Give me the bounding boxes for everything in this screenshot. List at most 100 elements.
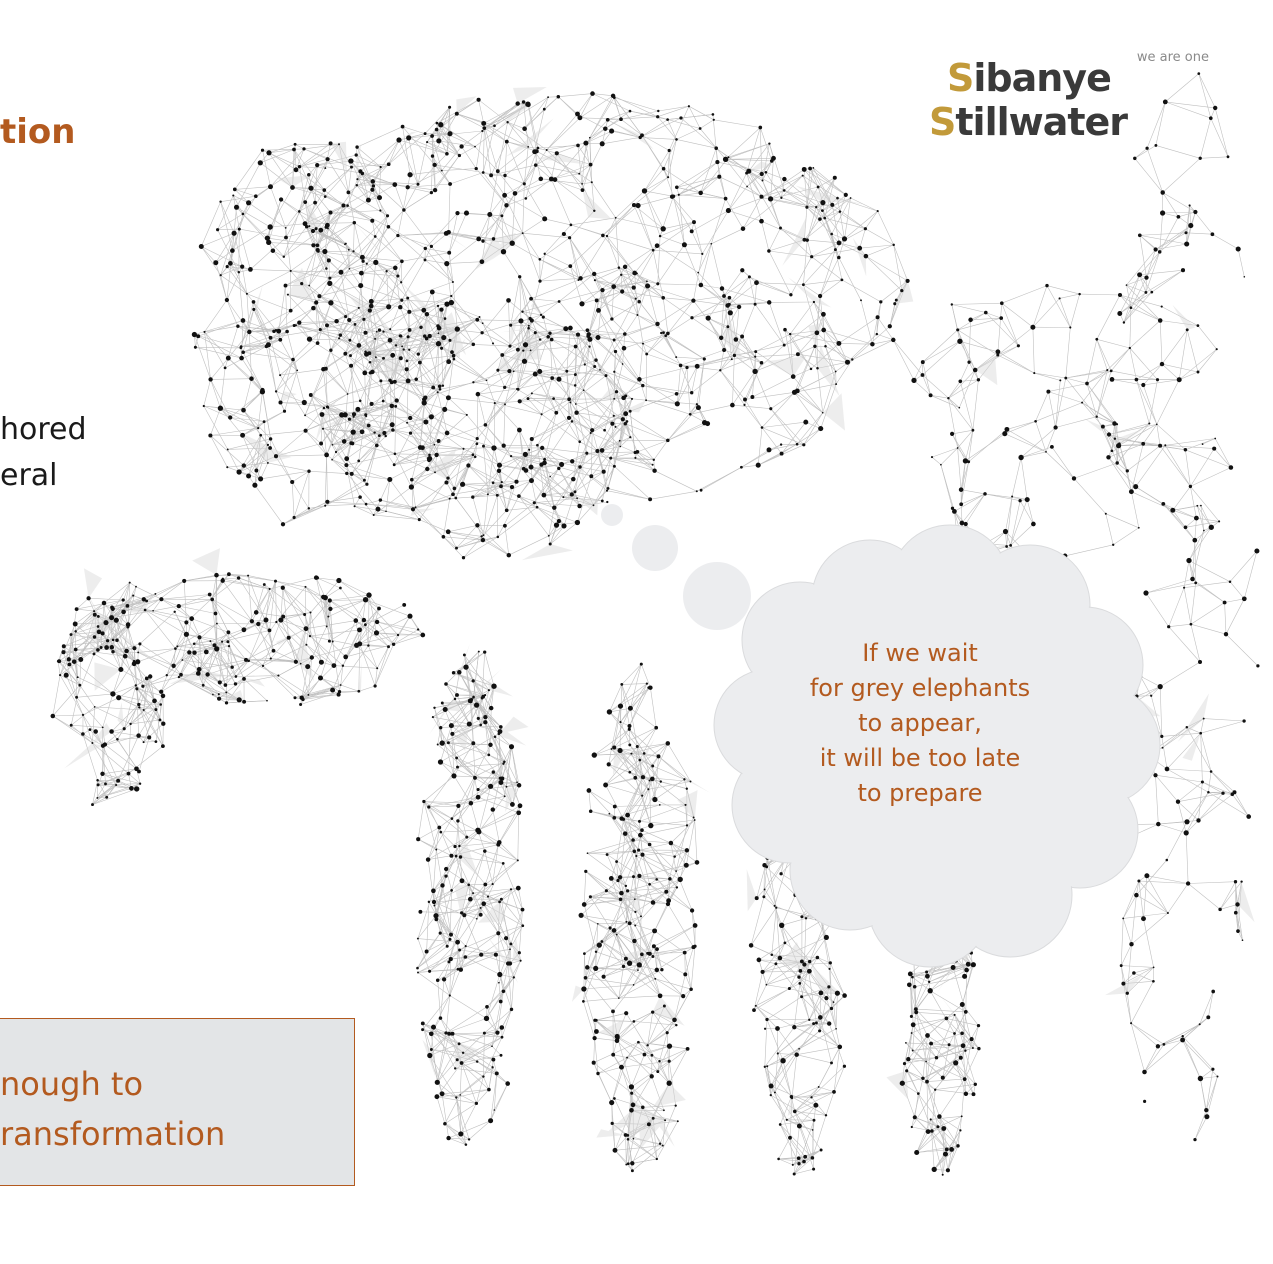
mesh-line — [1135, 445, 1166, 487]
mesh-line — [581, 183, 595, 211]
mesh-line — [622, 291, 664, 299]
mesh-line — [107, 640, 135, 662]
mesh-line — [443, 954, 482, 980]
mesh-line — [534, 498, 578, 504]
mesh-line — [477, 371, 514, 395]
mesh-line — [624, 314, 638, 335]
mesh-line — [484, 850, 518, 861]
mesh-line — [859, 228, 866, 249]
mesh-line — [594, 279, 640, 302]
mesh-line — [619, 750, 649, 790]
mesh-line — [275, 430, 306, 457]
mesh-line — [397, 616, 411, 636]
mesh-line — [686, 355, 735, 368]
mesh-line — [75, 622, 107, 625]
mesh-line — [441, 309, 451, 341]
mesh-line — [305, 430, 322, 444]
mesh-line — [619, 750, 650, 781]
mesh-line — [360, 285, 402, 301]
mesh-line — [754, 282, 757, 305]
mesh-line — [234, 189, 256, 197]
mesh-line — [445, 868, 452, 891]
mesh-line — [264, 584, 305, 615]
mesh-line — [295, 325, 341, 336]
mesh-line — [817, 186, 833, 206]
mesh-line — [95, 731, 104, 746]
mesh-line — [431, 416, 478, 439]
mesh-line — [777, 1028, 797, 1055]
mesh-line — [279, 342, 318, 376]
mesh-line — [449, 959, 452, 996]
mesh-line — [249, 310, 291, 333]
mesh-line — [482, 323, 494, 344]
mesh-line — [584, 346, 590, 365]
mesh-line — [436, 440, 439, 455]
mesh-line — [822, 210, 845, 240]
mesh-line — [236, 207, 271, 228]
slide-title-fragment: tion — [0, 112, 76, 152]
mesh-line — [667, 139, 677, 178]
mesh-line — [486, 380, 496, 404]
mesh-line — [388, 226, 426, 261]
mesh-line — [659, 235, 685, 246]
mesh-line — [654, 470, 697, 492]
mesh-line — [356, 185, 369, 201]
mesh-line — [1190, 486, 1220, 522]
mesh-line — [477, 829, 500, 843]
mesh-line — [282, 587, 307, 629]
mesh-line — [784, 329, 794, 377]
mesh-line — [243, 351, 294, 360]
mesh-line — [353, 431, 396, 455]
mesh-line — [625, 1134, 627, 1165]
mesh-line — [204, 331, 226, 369]
mesh-line — [507, 96, 549, 123]
mesh-line — [353, 222, 355, 252]
mesh-line — [591, 471, 604, 477]
mesh-line — [554, 142, 587, 180]
mesh-line — [136, 688, 157, 710]
mesh-line — [452, 281, 458, 330]
mesh-line — [519, 276, 533, 321]
mesh-line — [650, 819, 695, 826]
mesh-line — [508, 300, 511, 347]
mesh-line — [525, 165, 536, 199]
mesh-line — [824, 217, 866, 229]
mesh-line — [493, 1059, 498, 1074]
mesh-line — [437, 1059, 458, 1083]
mesh-line — [594, 266, 626, 281]
mesh-line — [570, 402, 573, 422]
mesh-line — [428, 766, 458, 808]
mesh-line — [601, 421, 628, 451]
mesh-line — [233, 195, 240, 230]
mesh-line — [725, 159, 762, 175]
mesh-line — [246, 293, 291, 311]
mesh-line — [136, 688, 164, 724]
mesh-line — [741, 464, 759, 468]
mesh-line — [424, 314, 428, 337]
mesh-line — [468, 465, 494, 483]
mesh-line — [336, 301, 372, 322]
mesh-line — [383, 329, 410, 359]
mesh-line — [516, 388, 557, 413]
mesh-line — [577, 145, 583, 191]
mesh-line — [664, 1005, 675, 1021]
mesh-line — [629, 411, 636, 458]
mesh-line — [597, 450, 609, 489]
mesh-line — [646, 332, 664, 355]
mesh-line — [611, 318, 647, 355]
mesh-line — [366, 354, 409, 381]
mesh-line — [477, 394, 486, 425]
mesh-line — [587, 967, 620, 999]
mesh-line — [595, 927, 611, 969]
mesh-line — [546, 149, 583, 185]
mesh-line — [206, 651, 233, 668]
mesh-line — [635, 911, 654, 957]
mesh-line — [735, 306, 740, 340]
mesh-line — [75, 649, 78, 678]
mesh-line — [523, 339, 552, 351]
mesh-line — [423, 361, 449, 400]
mesh-line — [1168, 623, 1191, 627]
mesh-line — [457, 754, 489, 768]
mesh-line — [320, 414, 323, 444]
mesh-line — [537, 445, 545, 496]
